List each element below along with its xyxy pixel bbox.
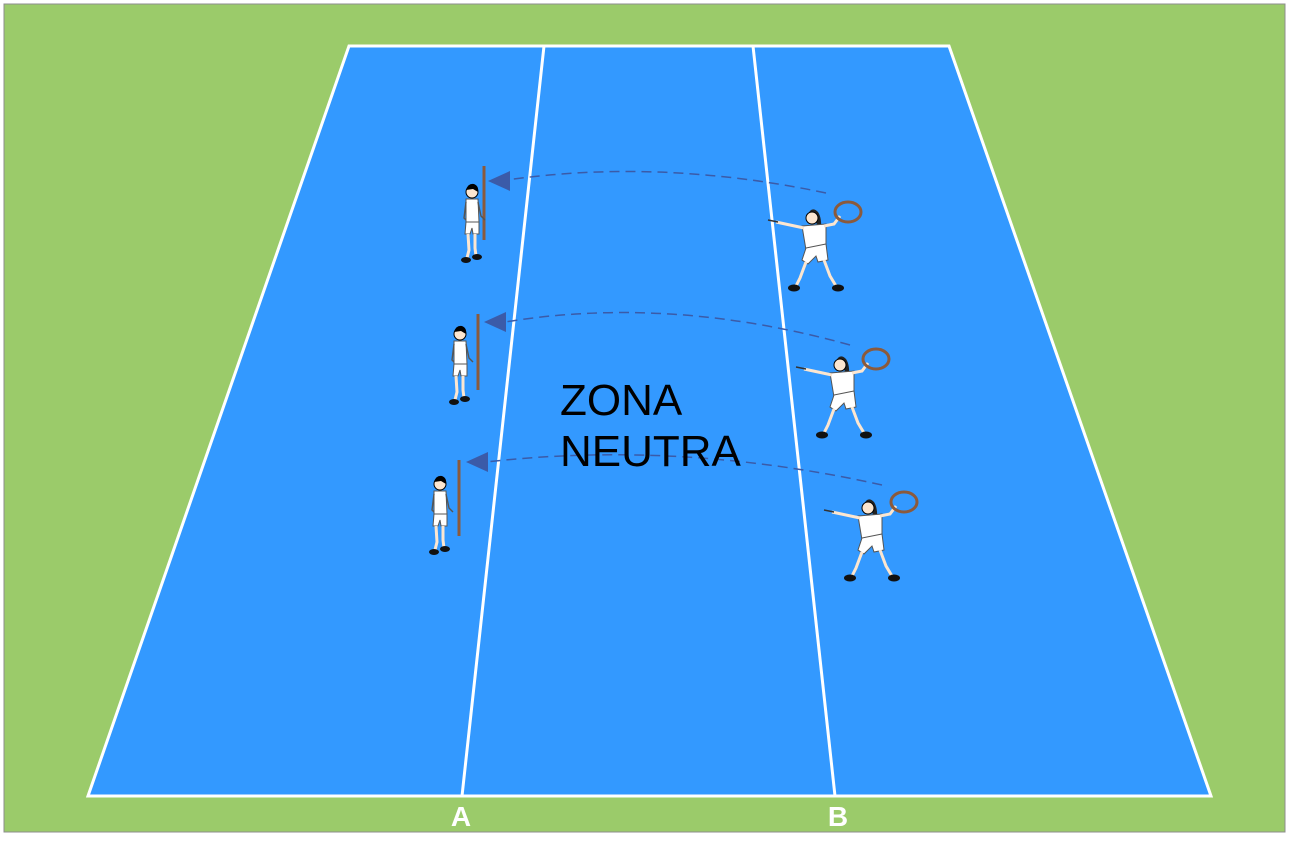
line-a-label: A <box>451 801 471 832</box>
zone-label-line1: ZONA <box>560 376 683 425</box>
zone-label-line2: NEUTRA <box>560 427 742 476</box>
line-b-label: B <box>828 801 848 832</box>
